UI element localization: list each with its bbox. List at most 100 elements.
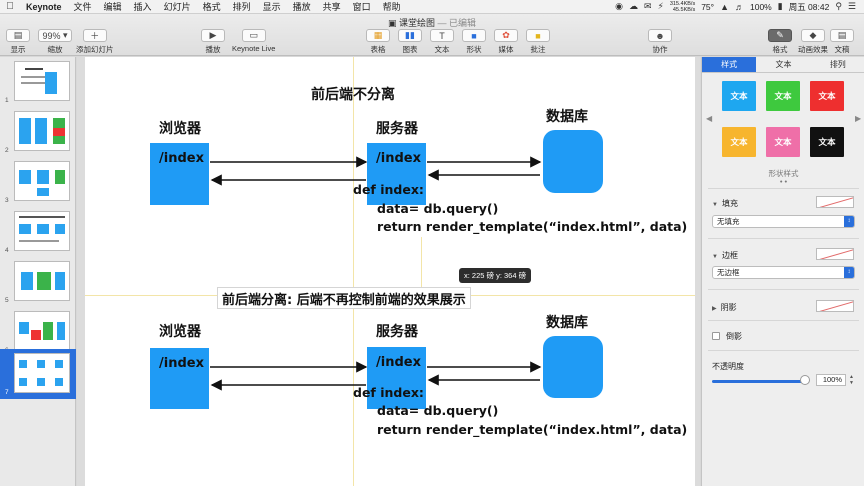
- opacity-stepper[interactable]: ▲▼: [849, 374, 854, 386]
- code-return-bottom[interactable]: return render_template(“index.html”, dat…: [377, 422, 688, 437]
- code-data-top[interactable]: data= db.query(): [377, 201, 499, 216]
- collaborate-button[interactable]: ☻ 协作: [648, 29, 672, 55]
- slide-canvas[interactable]: 前后端不分离 浏览器 服务器 数据库 /index /index def ind…: [77, 57, 700, 486]
- add-slide-button[interactable]: ＋ 添加幻灯片: [76, 29, 114, 55]
- zoom-select[interactable]: 99% ▾ 缩放: [38, 29, 72, 55]
- menu-arrange[interactable]: 排列: [232, 2, 251, 12]
- bluetooth-icon[interactable]: ⚡: [657, 1, 664, 11]
- server-box-bottom[interactable]: /index: [367, 347, 426, 409]
- server-heading-bottom[interactable]: 服务器: [376, 324, 418, 340]
- slide[interactable]: 前后端不分离 浏览器 服务器 数据库 /index /index def ind…: [85, 57, 695, 486]
- menu-format[interactable]: 格式: [202, 2, 221, 12]
- animate-button[interactable]: ◆ 动画效果: [798, 29, 828, 55]
- fill-select[interactable]: 无填充↕: [712, 215, 855, 228]
- slide-thumbnail-3[interactable]: 3: [0, 157, 76, 207]
- menu-share[interactable]: 共享: [322, 2, 341, 12]
- browser-heading-bottom[interactable]: 浏览器: [159, 324, 201, 340]
- fill-preview[interactable]: [816, 196, 854, 208]
- fill-section[interactable]: ▼填充: [712, 198, 738, 209]
- shadow-section[interactable]: ▶阴影: [712, 302, 737, 313]
- code-def-bottom[interactable]: def index:: [353, 385, 424, 400]
- apple-icon[interactable]: : [0, 1, 20, 12]
- separated-caption[interactable]: 前后端分离: 后端不再控制前端的效果展示: [217, 287, 471, 309]
- chart-button[interactable]: ▮▮ 图表: [398, 29, 422, 55]
- menu-help[interactable]: 帮助: [382, 2, 401, 12]
- top-title[interactable]: 前后端不分离: [311, 87, 395, 103]
- menu-file[interactable]: 文件: [73, 2, 92, 12]
- style-swatch-orange[interactable]: 文本: [722, 127, 756, 157]
- format-button[interactable]: ✎ 格式: [768, 29, 792, 55]
- database-box-top[interactable]: [543, 130, 603, 193]
- tab-arrange[interactable]: 排列: [829, 60, 846, 69]
- menu-view[interactable]: 显示: [262, 2, 281, 12]
- shape-button[interactable]: ■ 形状: [462, 29, 486, 55]
- format-inspector: 样式 文本 排列 ◀ ▶ 文本 文本 文本 文本 文本 文本 形状样式 • • …: [701, 57, 864, 486]
- border-section[interactable]: ▼边框: [712, 250, 738, 261]
- text-button[interactable]: T 文本: [430, 29, 454, 55]
- menu-slide[interactable]: 幻灯片: [163, 2, 191, 12]
- border-select[interactable]: 无边框↕: [712, 266, 855, 279]
- opacity-field[interactable]: 100%: [816, 374, 846, 386]
- view-button[interactable]: ▤ 显示: [6, 29, 30, 55]
- slide-thumbnail-6[interactable]: 6: [0, 307, 76, 357]
- tab-style[interactable]: 样式: [702, 57, 757, 72]
- database-heading-top[interactable]: 数据库: [546, 109, 588, 125]
- style-swatch-blue[interactable]: 文本: [722, 81, 756, 111]
- document-title[interactable]: ▣ 课堂绘图 — 已编辑: [0, 16, 864, 29]
- menu-window[interactable]: 窗口: [352, 2, 371, 12]
- slide-thumbnail-5[interactable]: 5: [0, 257, 76, 307]
- cloud-icon[interactable]: ☁: [628, 1, 638, 11]
- shape-styles-label: 形状样式: [768, 169, 799, 178]
- browser-box-top[interactable]: /index: [150, 143, 209, 205]
- reflection-checkbox[interactable]: [712, 332, 720, 340]
- shadow-preview[interactable]: [816, 300, 854, 312]
- style-swatch-pink[interactable]: 文本: [766, 127, 800, 157]
- media-button[interactable]: ✿ 媒体: [494, 29, 518, 55]
- style-swatch-red[interactable]: 文本: [810, 81, 844, 111]
- code-data-bottom[interactable]: data= db.query(): [377, 403, 499, 418]
- volume-icon[interactable]: ♬: [734, 1, 744, 12]
- menu-play[interactable]: 播放: [292, 2, 311, 12]
- search-icon[interactable]: ⚲: [835, 1, 842, 11]
- record-icon[interactable]: ◉: [615, 1, 623, 11]
- style-swatch-black[interactable]: 文本: [810, 127, 844, 157]
- menu-app[interactable]: Keynote: [26, 1, 62, 12]
- menu-bar:  Keynote 文件 编辑 插入 幻灯片 格式 排列 显示 播放 共享 窗口…: [0, 0, 864, 14]
- style-swatch-green[interactable]: 文本: [766, 81, 800, 111]
- tab-text[interactable]: 文本: [775, 60, 792, 69]
- slide-thumbnail-1[interactable]: 1: [0, 57, 76, 107]
- chat-icon[interactable]: ✉: [643, 1, 652, 11]
- page-dots[interactable]: • •: [779, 177, 788, 186]
- browser-heading-top[interactable]: 浏览器: [159, 121, 201, 137]
- database-heading-bottom[interactable]: 数据库: [546, 315, 588, 331]
- browser-box-bottom[interactable]: /index: [150, 348, 209, 409]
- play-button[interactable]: ▶ 播放: [201, 29, 225, 55]
- format-label: 格式: [772, 45, 788, 54]
- code-def-top[interactable]: def index:: [353, 182, 424, 197]
- chevron-left-icon[interactable]: ◀: [706, 114, 713, 123]
- table-button[interactable]: ▦ 表格: [366, 29, 390, 55]
- menu-insert[interactable]: 插入: [133, 2, 152, 12]
- chevron-right-icon[interactable]: ▶: [855, 114, 862, 123]
- slide-thumbnail-2[interactable]: 2: [0, 107, 76, 157]
- opacity-slider-knob[interactable]: [800, 375, 810, 385]
- comment-button[interactable]: ■ 批注: [526, 29, 550, 55]
- server-heading-top[interactable]: 服务器: [376, 121, 418, 137]
- server-box-top[interactable]: /index: [367, 143, 426, 205]
- swatch-label: 文本: [818, 137, 836, 147]
- slide-thumbnail-4[interactable]: 4: [0, 207, 76, 257]
- fill-label: 填充: [721, 199, 738, 208]
- database-box-bottom[interactable]: [543, 336, 603, 398]
- code-return-top[interactable]: return render_template(“index.html”, dat…: [377, 219, 688, 234]
- border-preview[interactable]: [816, 248, 854, 260]
- clock[interactable]: 周五 08:42: [788, 1, 830, 12]
- slide-thumbnail-7[interactable]: 7: [0, 349, 76, 399]
- opacity-slider[interactable]: [712, 380, 804, 383]
- notification-icon[interactable]: ☰: [847, 1, 856, 11]
- document-button[interactable]: ▤ 文稿: [830, 29, 854, 55]
- wifi-icon[interactable]: ▲: [720, 1, 729, 12]
- menu-edit[interactable]: 编辑: [103, 2, 122, 12]
- battery-icon[interactable]: ▮: [777, 1, 783, 11]
- keynote-live-button[interactable]: ▭ Keynote Live: [232, 29, 275, 53]
